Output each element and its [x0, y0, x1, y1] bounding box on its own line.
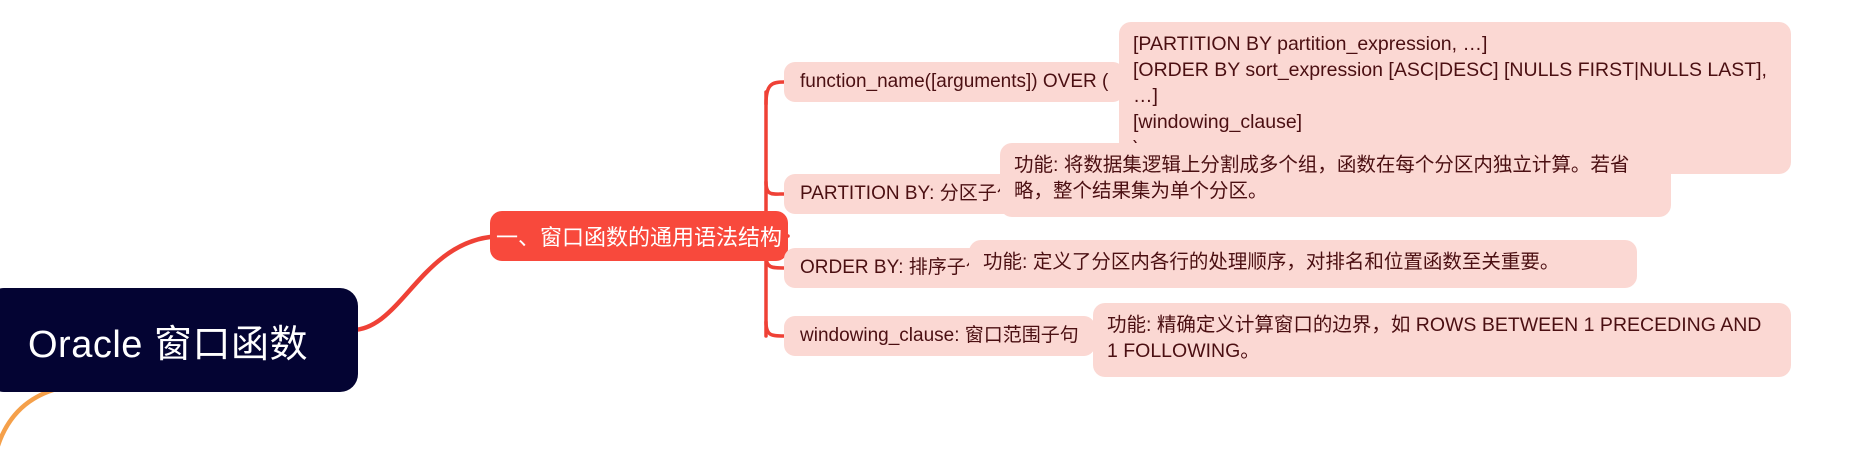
connector-root-secondary: [0, 385, 63, 447]
detail-card-order-by[interactable]: 功能: 定义了分区内各行的处理顺序，对排名和位置函数至关重要。: [969, 240, 1637, 288]
level1-node-label: 一、窗口函数的通用语法结构: [495, 225, 782, 250]
root-node-label: Oracle 窗口函数: [28, 323, 308, 366]
connector-trunk-to-function-name: [764, 80, 786, 106]
branch-node-function-name-label: function_name([arguments]) OVER (: [800, 70, 1109, 92]
detail-card-windowing-clause[interactable]: 功能: 精确定义计算窗口的边界，如 ROWS BETWEEN 1 PRECEDI…: [1093, 303, 1791, 377]
detail-card-partition-by[interactable]: 功能: 将数据集逻辑上分割成多个组，函数在每个分区内独立计算。若省略，整个结果集…: [1000, 143, 1671, 217]
branch-node-partition-by[interactable]: PARTITION BY: 分区子句: [784, 174, 1032, 214]
connector-trunk-to-windowing-clause: [764, 320, 786, 338]
branch-node-partition-by-label: PARTITION BY: 分区子句: [800, 182, 1016, 204]
branch-node-windowing-clause-label: windowing_clause: 窗口范围子句: [800, 324, 1079, 346]
branch-node-windowing-clause[interactable]: windowing_clause: 窗口范围子句: [784, 316, 1095, 356]
connector-trunk-to-partition-by: [764, 180, 786, 196]
branch-node-function-name[interactable]: function_name([arguments]) OVER (: [784, 62, 1125, 102]
connector-root-to-level1: [349, 234, 493, 333]
detail-card-windowing-clause-text: 功能: 精确定义计算窗口的边界，如 ROWS BETWEEN 1 PRECEDI…: [1107, 314, 1762, 362]
level1-node-syntax-structure[interactable]: 一、窗口函数的通用语法结构: [490, 211, 788, 261]
detail-card-order-by-text: 功能: 定义了分区内各行的处理顺序，对排名和位置函数至关重要。: [983, 251, 1560, 273]
branch-node-order-by-label: ORDER BY: 排序子句: [800, 256, 985, 278]
branch-node-order-by[interactable]: ORDER BY: 排序子句: [784, 248, 1001, 288]
detail-card-function-name-text: [PARTITION BY partition_expression, …] […: [1133, 33, 1767, 159]
detail-card-partition-by-text: 功能: 将数据集逻辑上分割成多个组，函数在每个分区内独立计算。若省略，整个结果集…: [1014, 154, 1630, 202]
root-node[interactable]: Oracle 窗口函数: [0, 288, 358, 392]
